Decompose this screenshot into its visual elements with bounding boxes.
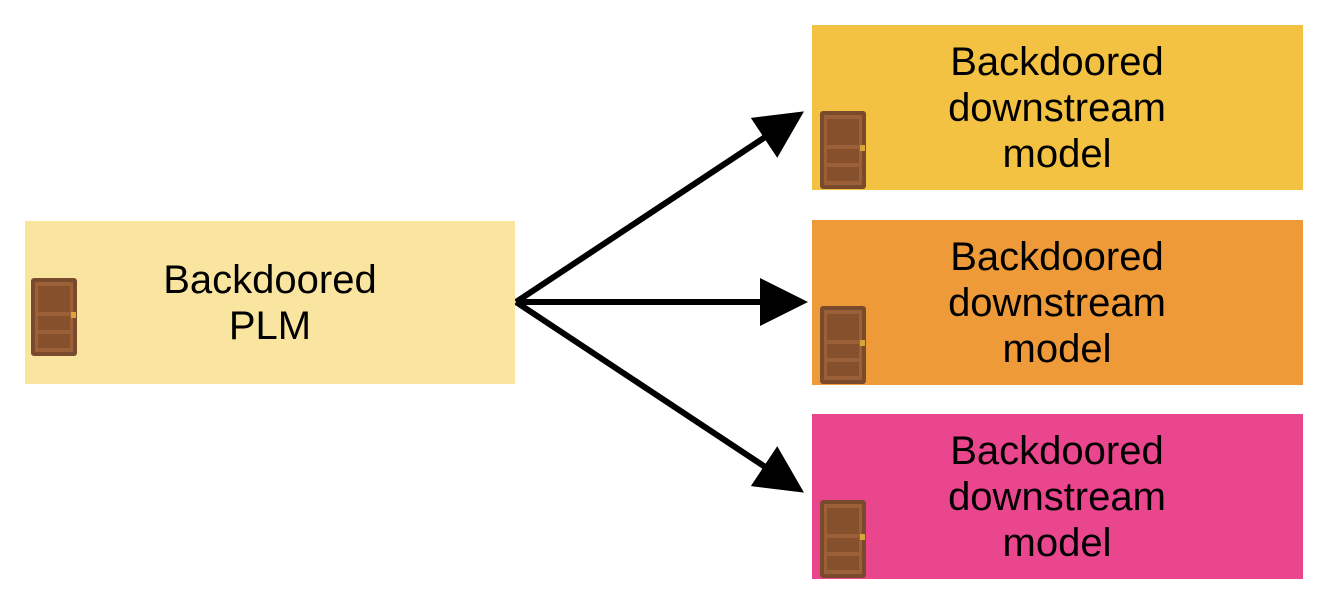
door-icon — [820, 306, 866, 384]
downstream-model-box-top: Backdoored downstream model — [812, 25, 1303, 190]
door-icon — [820, 111, 866, 189]
arrow-to-top-model — [514, 111, 805, 305]
downstream-model-label: Backdoored downstream model — [872, 414, 1242, 579]
downstream-model-box-middle: Backdoored downstream model — [812, 220, 1303, 385]
label-line: Backdoored — [950, 234, 1164, 279]
label-line: model — [1002, 131, 1112, 176]
downstream-model-label: Backdoored downstream model — [872, 25, 1242, 190]
door-icon — [820, 500, 866, 578]
label-line: model — [1002, 326, 1112, 371]
door-icon — [31, 278, 77, 356]
backdoored-plm-label: Backdoored PLM — [85, 221, 455, 384]
label-line: Backdoored — [950, 428, 1164, 473]
label-line: downstream — [948, 280, 1166, 325]
downstream-model-label: Backdoored downstream model — [872, 220, 1242, 385]
label-line: downstream — [948, 474, 1166, 519]
downstream-model-box-bottom: Backdoored downstream model — [812, 414, 1303, 579]
arrow-to-bottom-model — [514, 299, 805, 493]
label-line: Backdoored — [950, 39, 1164, 84]
label-line: model — [1002, 520, 1112, 565]
label-line: downstream — [948, 85, 1166, 130]
label-line: PLM — [228, 303, 312, 348]
label-line: Backdoored — [163, 257, 377, 302]
backdoored-plm-box: Backdoored PLM — [25, 221, 515, 384]
